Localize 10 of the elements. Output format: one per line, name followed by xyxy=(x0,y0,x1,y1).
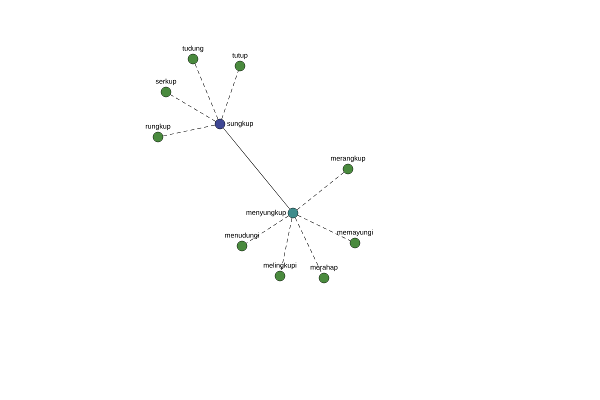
connector-line xyxy=(297,215,351,241)
connector-line xyxy=(280,218,292,272)
connector-line xyxy=(296,172,344,210)
connector-line xyxy=(295,217,322,274)
connector-line xyxy=(246,216,289,244)
connector-line xyxy=(194,64,218,120)
connector-line xyxy=(223,128,290,210)
connector-line xyxy=(221,70,239,120)
connector-line xyxy=(170,94,216,122)
connector-line xyxy=(162,124,216,136)
